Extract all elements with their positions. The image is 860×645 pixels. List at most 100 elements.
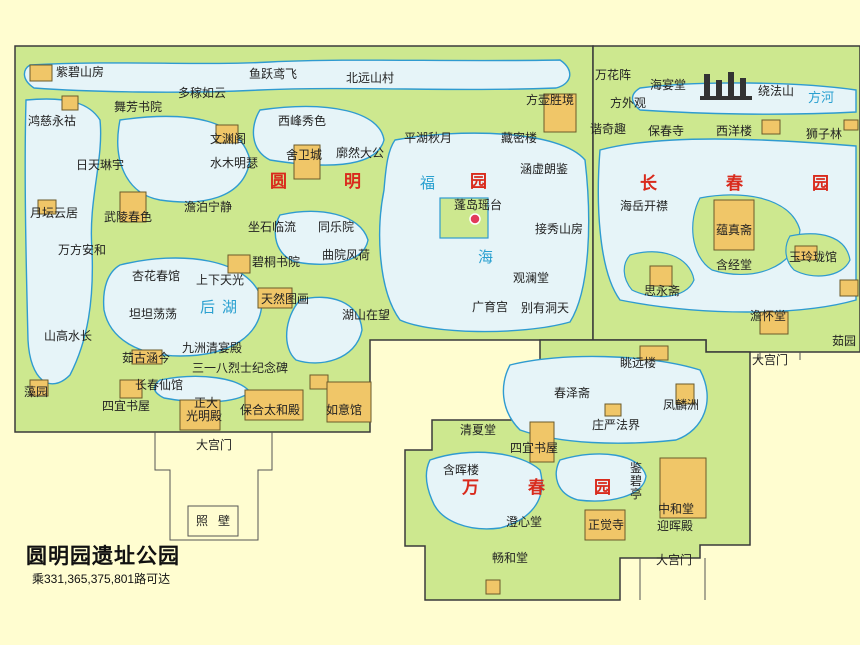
site-label: 照壁 — [196, 514, 241, 528]
building — [639, 345, 669, 361]
building — [119, 379, 143, 399]
site-label: 紫碧山房 — [56, 65, 105, 79]
pond-4 — [285, 296, 363, 364]
building-blocks — [29, 64, 859, 595]
site-label: 山高水长 — [44, 329, 93, 343]
garden-name-char: 园 — [812, 174, 829, 194]
site-label: 水木明瑟 — [210, 156, 259, 170]
site-label: 西洋楼 — [716, 124, 753, 138]
building — [37, 199, 57, 215]
site-label: 正觉寺 — [588, 518, 625, 532]
site-label: 坐石临流 — [248, 220, 297, 234]
site-label: 三一八烈士纪念碑 — [192, 361, 289, 375]
site-label: 茹园 — [832, 334, 857, 348]
ruin-base — [700, 96, 752, 100]
building — [293, 144, 321, 180]
wanchun-center-water — [555, 453, 647, 502]
building — [131, 349, 163, 365]
site-label: 含晖楼 — [443, 463, 480, 477]
site-label: 别有洞天 — [521, 301, 570, 315]
building — [326, 381, 372, 423]
lake-name-char: 湖 — [222, 298, 238, 316]
garden-name-char: 春 — [726, 174, 743, 194]
site-label: 清夏堂 — [460, 423, 497, 437]
screen-wall — [187, 505, 239, 537]
site-label: 碧桐书院 — [252, 255, 301, 269]
site-label: 方壶胜境 — [526, 93, 575, 107]
site-label: 海宴堂 — [650, 78, 687, 92]
site-label: 上下天光 — [196, 273, 245, 287]
building — [179, 399, 221, 431]
ruin-pillar — [728, 72, 734, 96]
site-label: 武陵春色 — [104, 210, 153, 224]
back-lake — [102, 257, 263, 357]
site-label: 涵虚朗鉴 — [520, 162, 569, 176]
site-label: 藏密楼 — [501, 131, 538, 145]
site-label: 海岳开襟 — [620, 199, 669, 213]
garden-name-char: 园 — [594, 478, 611, 498]
site-label: 保合太和殿 — [240, 403, 301, 417]
lake-name-char: 海 — [478, 248, 494, 266]
building — [61, 95, 79, 111]
building — [543, 93, 577, 133]
site-label: 文渊阁 — [210, 132, 247, 146]
site-label: 舍卫城 — [286, 148, 323, 162]
site-label: 日天琳宇 — [76, 158, 125, 172]
site-label: 澹怀堂 — [750, 309, 787, 323]
site-label: 庄严法界 — [592, 418, 641, 432]
building — [843, 119, 859, 131]
pond-3 — [274, 210, 369, 265]
building — [761, 119, 781, 135]
site-label: 多稼如云 — [178, 86, 227, 100]
site-label: 玉玲珑馆 — [789, 250, 838, 264]
site-label: 鱼跃鸢飞 — [249, 67, 298, 81]
site-label: 舞芳书院 — [114, 100, 163, 114]
garden-name-char: 万 — [462, 478, 479, 498]
site-label: 湖山在望 — [342, 308, 391, 322]
garden-name-char: 圆 — [270, 172, 287, 192]
building — [257, 287, 293, 309]
site-label: 保春寺 — [648, 124, 685, 138]
site-label: 中和堂 — [658, 502, 695, 516]
site-label: 四宜书屋 — [510, 441, 559, 455]
site-label: 九洲清宴殿 — [182, 341, 243, 355]
site-label: 接秀山房 — [535, 222, 584, 236]
site-label: 含经堂 — [716, 258, 753, 272]
north-river — [23, 59, 571, 93]
west-river — [24, 98, 102, 385]
site-label: 蕴真斋 — [716, 223, 753, 237]
site-label: 月坛云居 — [30, 206, 79, 220]
site-label: 眺远楼 — [620, 356, 657, 370]
building — [29, 379, 49, 397]
garden-name-char: 明 — [344, 172, 361, 192]
site-label: 鸿慈永祜 — [28, 114, 77, 128]
site-label: 西峰秀色 — [278, 114, 327, 128]
building — [529, 421, 555, 463]
garden-name-char: 福 — [420, 174, 436, 192]
building — [659, 457, 707, 519]
lake-name-char: 后 — [200, 298, 216, 316]
site-label: 曲院风荷 — [322, 248, 371, 262]
building — [29, 64, 53, 82]
site-label: 春泽斋 — [554, 386, 591, 400]
site-label: 谐奇趣 — [590, 122, 627, 136]
wanchun-west-water — [425, 451, 543, 530]
building — [244, 389, 304, 421]
building — [675, 383, 695, 405]
site-label: 正大 — [194, 396, 219, 410]
site-label: 平湖秋月 — [404, 131, 453, 145]
penglai-marker — [469, 213, 481, 225]
site-label: 如意馆 — [326, 403, 363, 417]
site-label: 方外观 — [610, 96, 647, 110]
site-label: 万方安和 — [58, 243, 107, 257]
garden-name-char: 园 — [470, 172, 487, 192]
ruin-pillar — [716, 80, 722, 96]
front-gate-walkway — [154, 432, 273, 541]
site-label: 观澜堂 — [513, 271, 550, 285]
map-subtitle: 乘331,365,375,801路可达 — [32, 572, 171, 586]
site-label: 广育宫 — [472, 300, 509, 314]
building — [485, 579, 501, 595]
site-label: 北远山村 — [346, 71, 395, 85]
